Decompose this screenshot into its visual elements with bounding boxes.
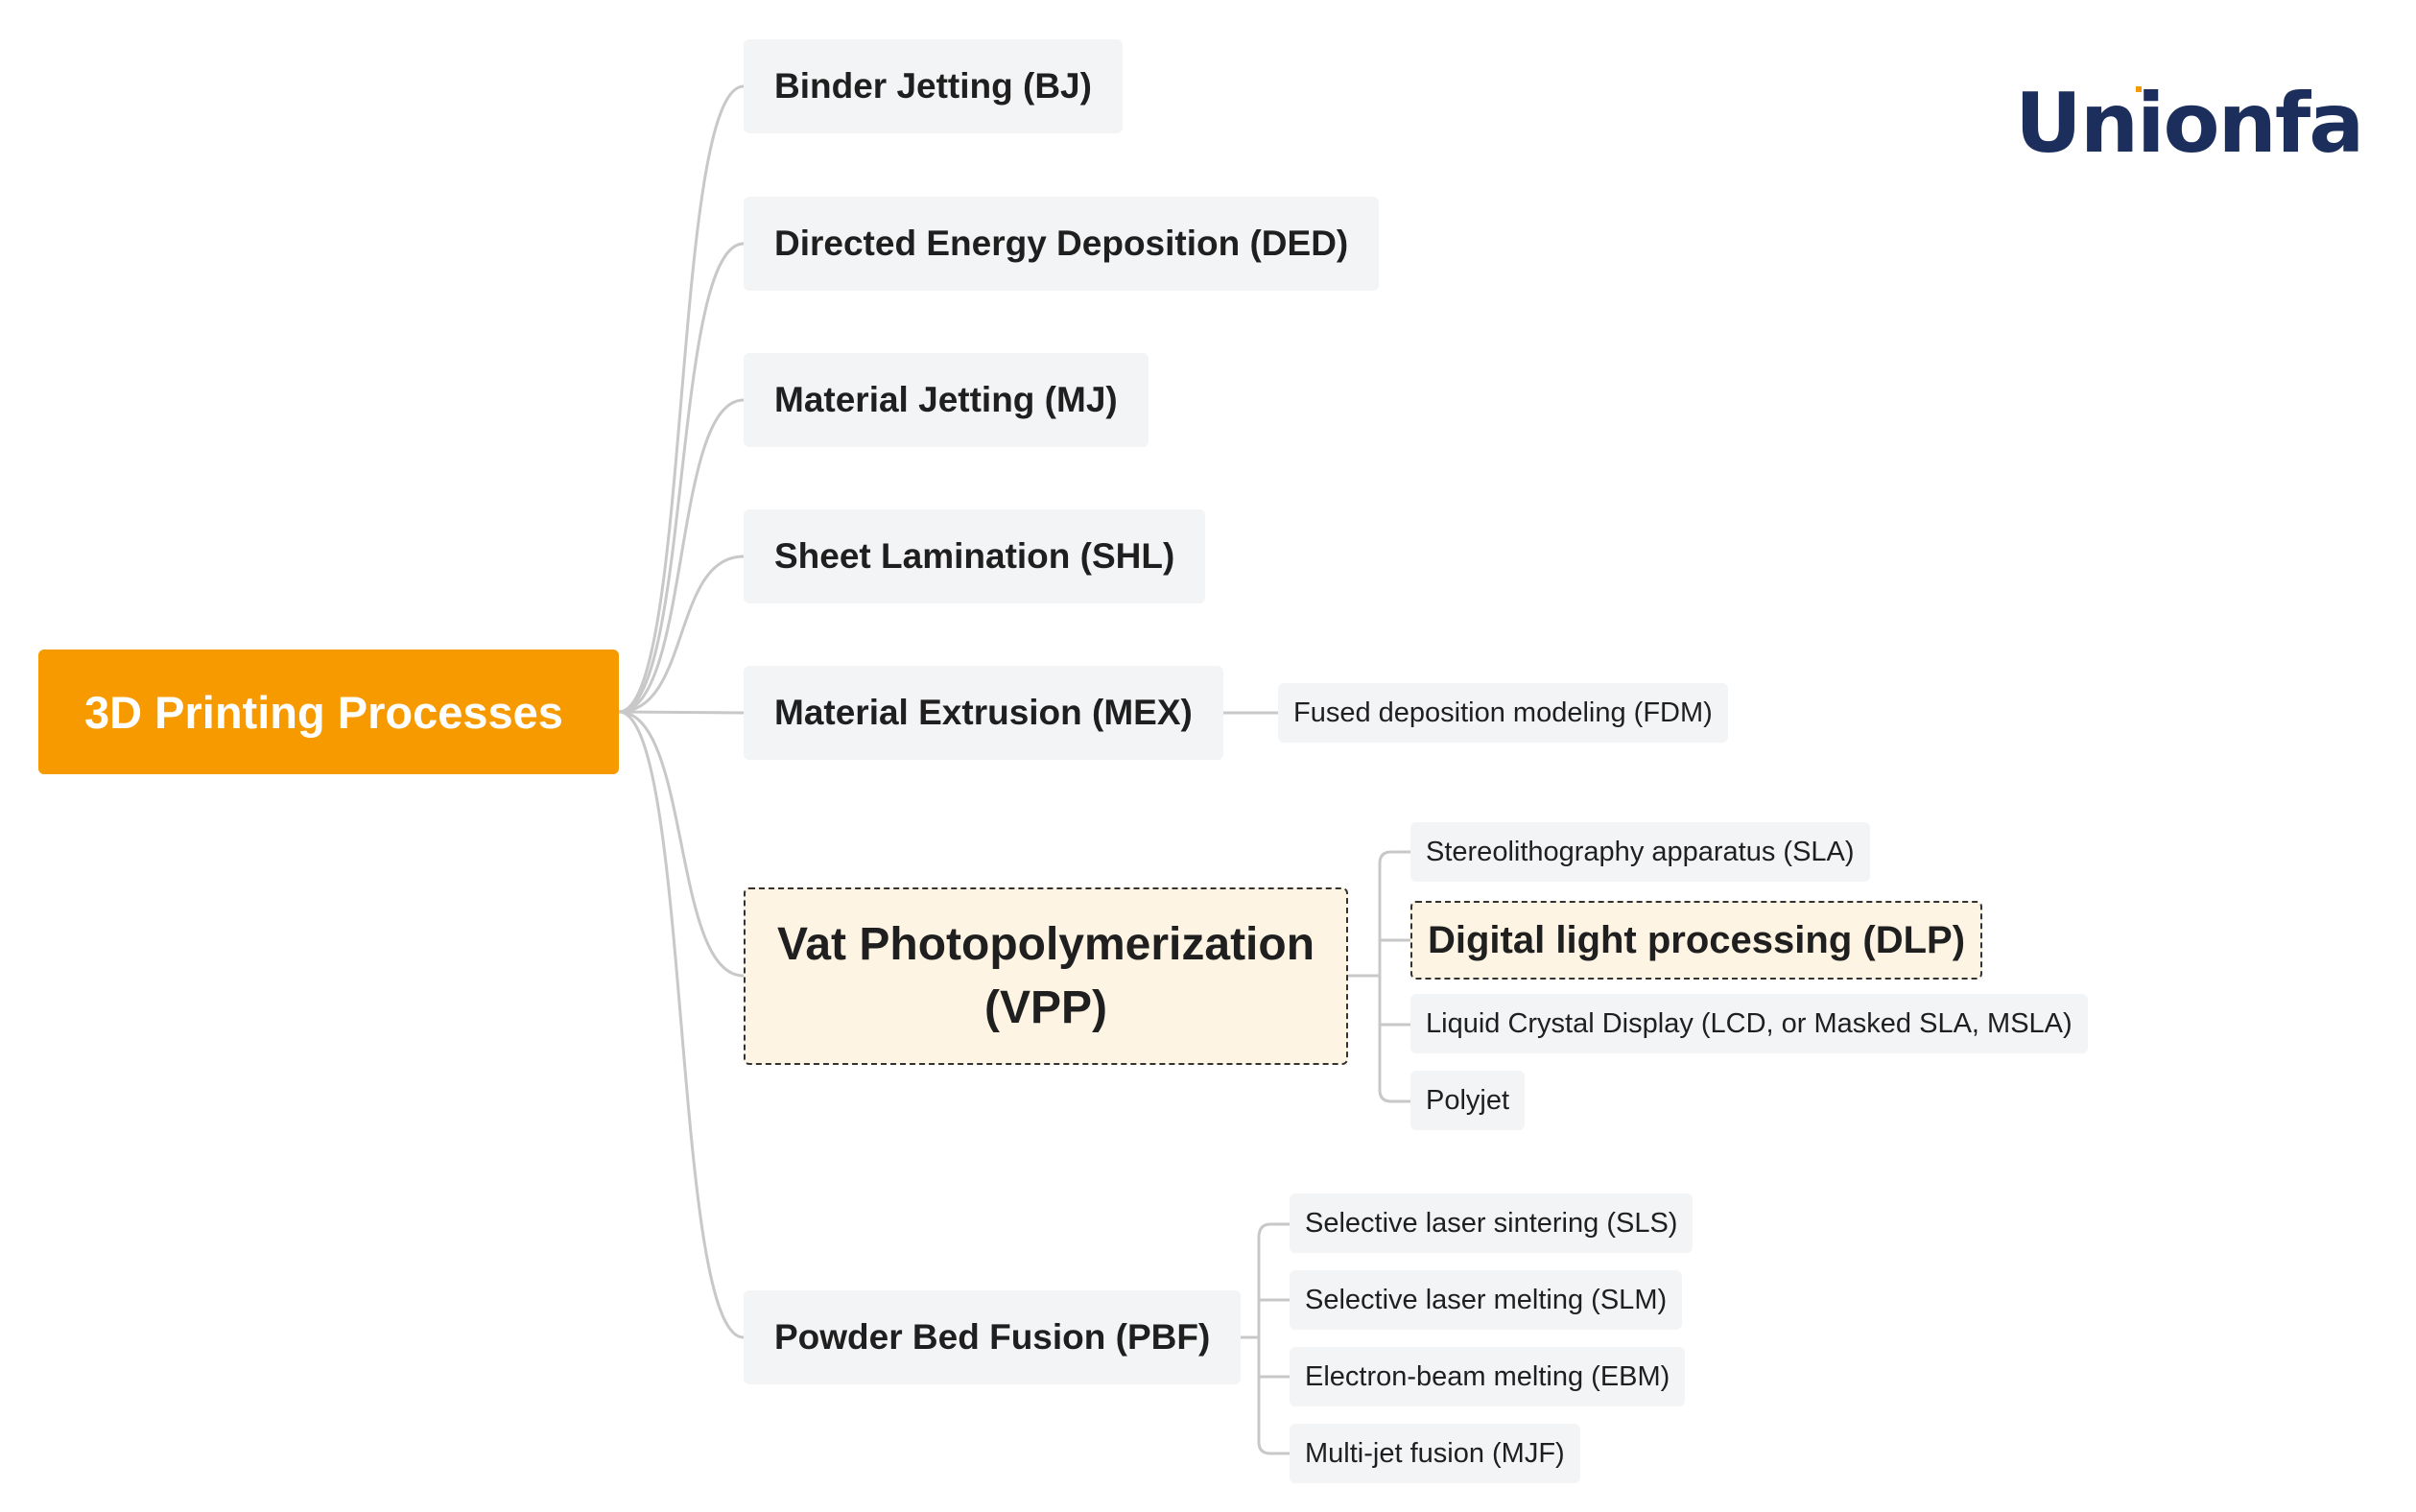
node-powder-bed-fusion[interactable]: Powder Bed Fusion (PBF) — [744, 1290, 1242, 1384]
node-sla[interactable]: Stereolithography apparatus (SLA) — [1410, 822, 1870, 882]
node-directed-energy-deposition[interactable]: Directed Energy Deposition (DED) — [744, 197, 1380, 291]
svg-text:Unionfab: Unionfab — [2015, 76, 2360, 172]
node-sls[interactable]: Selective laser sintering (SLS) — [1290, 1193, 1694, 1253]
node-fdm[interactable]: Fused deposition modeling (FDM) — [1278, 683, 1728, 743]
node-sheet-lamination[interactable]: Sheet Lamination (SHL) — [744, 509, 1206, 603]
connector-mex — [618, 710, 745, 715]
node-label: Multi-jet fusion (MJF) — [1305, 1437, 1565, 1469]
node-label: Powder Bed Fusion (PBF) — [774, 1317, 1211, 1357]
connector-ded — [618, 242, 745, 714]
node-polyjet[interactable]: Polyjet — [1410, 1071, 1526, 1130]
node-label: Electron-beam melting (EBM) — [1305, 1360, 1670, 1392]
node-material-jetting[interactable]: Material Jetting (MJ) — [744, 353, 1149, 447]
root-node[interactable]: 3D Printing Processes — [38, 650, 619, 774]
node-mjf[interactable]: Multi-jet fusion (MJF) — [1290, 1424, 1580, 1483]
node-label: Material Extrusion (MEX) — [774, 693, 1193, 732]
root-label: 3D Printing Processes — [84, 686, 563, 738]
connector-pbf — [618, 710, 745, 1339]
connector-pbf-branch — [1227, 1222, 1290, 1455]
node-binder-jetting[interactable]: Binder Jetting (BJ) — [744, 39, 1123, 133]
connector-bj — [618, 84, 745, 714]
node-label: Selective laser melting (SLM) — [1305, 1284, 1668, 1315]
connector-shl — [618, 555, 745, 714]
node-dlp[interactable]: Digital light processing (DLP) — [1410, 901, 1983, 980]
node-label: Selective laser sintering (SLS) — [1305, 1207, 1678, 1239]
connector-mj — [618, 398, 745, 714]
connector-vpp-branch — [1346, 850, 1410, 1103]
connector-vpp — [618, 710, 745, 978]
node-vat-photopolymerization[interactable]: Vat Photopolymerization (VPP) — [744, 887, 1348, 1065]
node-material-extrusion[interactable]: Material Extrusion (MEX) — [744, 666, 1223, 760]
node-label: Binder Jetting (BJ) — [774, 66, 1092, 106]
node-label: Material Jetting (MJ) — [774, 380, 1118, 419]
logo-accent-dot — [2136, 86, 2142, 92]
node-label: Stereolithography apparatus (SLA) — [1426, 836, 1855, 867]
node-lcd[interactable]: Liquid Crystal Display (LCD, or Masked S… — [1410, 994, 2088, 1053]
node-slm[interactable]: Selective laser melting (SLM) — [1290, 1270, 1683, 1330]
node-label: Polyjet — [1426, 1084, 1510, 1116]
unionfab-logo: Unionfab — [2015, 76, 2360, 172]
node-label: Sheet Lamination (SHL) — [774, 536, 1175, 576]
node-label-line2: (VPP) — [983, 981, 1107, 1033]
node-ebm[interactable]: Electron-beam melting (EBM) — [1290, 1347, 1686, 1406]
node-label: Directed Energy Deposition (DED) — [774, 224, 1349, 263]
node-label: Digital light processing (DLP) — [1428, 918, 1966, 961]
node-label: Liquid Crystal Display (LCD, or Masked S… — [1426, 1007, 2073, 1039]
node-label-line1: Vat Photopolymerization — [776, 918, 1315, 970]
node-label: Fused deposition modeling (FDM) — [1293, 697, 1713, 728]
